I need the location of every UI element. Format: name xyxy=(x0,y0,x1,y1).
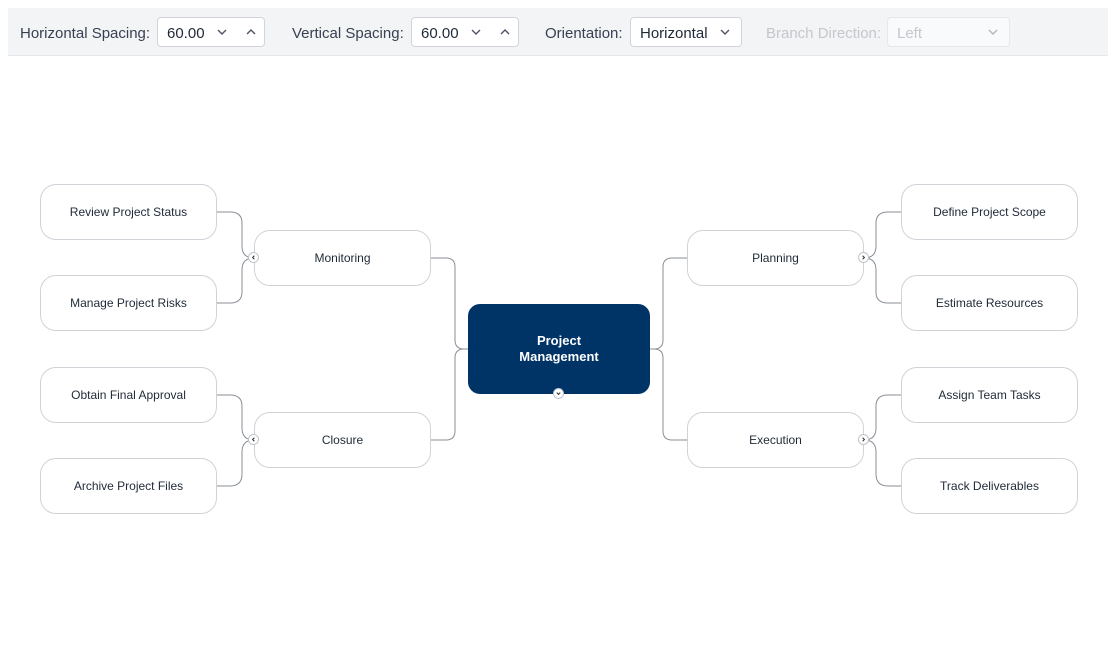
chevron-right-icon xyxy=(862,255,866,260)
leaf-node-label: Obtain Final Approval xyxy=(71,388,186,402)
branch-node-planning[interactable]: Planning xyxy=(687,230,864,286)
leaf-node-assign-team-tasks[interactable]: Assign Team Tasks xyxy=(901,367,1078,423)
connector-planning-scope xyxy=(863,211,901,259)
connector-closure-approval xyxy=(217,394,255,441)
orientation-value: Horizontal xyxy=(640,25,708,42)
leaf-node-label: Estimate Resources xyxy=(935,296,1044,310)
vertical-spacing-input[interactable]: 60.00 xyxy=(411,17,519,47)
leaf-node-label: Archive Project Files xyxy=(73,479,184,493)
root-node-label: Project Management xyxy=(519,333,599,364)
branch-node-monitoring[interactable]: Monitoring xyxy=(254,230,431,286)
vertical-spacing-value[interactable]: 60.00 xyxy=(421,25,459,42)
chevron-up-icon xyxy=(500,29,510,35)
connector-closure-archive xyxy=(217,439,255,487)
chevron-left-icon xyxy=(251,437,255,442)
connector-planning-resources xyxy=(863,257,901,304)
connector-monitoring-risks xyxy=(217,257,255,304)
branch-direction-value: Left xyxy=(897,25,923,42)
leaf-node-label: Review Project Status xyxy=(69,205,188,219)
branch-node-label: Monitoring xyxy=(314,251,371,265)
leaf-node-archive-project-files[interactable]: Archive Project Files xyxy=(40,458,217,514)
leaf-node-label: Assign Team Tasks xyxy=(938,388,1041,402)
leaf-node-manage-project-risks[interactable]: Manage Project Risks xyxy=(40,275,217,331)
root-node[interactable]: Project Management xyxy=(468,304,650,394)
leaf-node-estimate-resources[interactable]: Estimate Resources xyxy=(901,275,1078,331)
connector-root-planning xyxy=(650,257,687,350)
branch-node-label: Closure xyxy=(321,433,364,447)
vertical-spacing-decrement-button[interactable] xyxy=(462,18,490,46)
chevron-up-icon xyxy=(246,29,256,35)
execution-collapse-toggle[interactable] xyxy=(858,434,869,445)
branch-direction-dropdown[interactable]: Left xyxy=(887,17,1010,47)
horizontal-spacing-input[interactable]: 60.00 xyxy=(157,17,265,47)
connector-root-execution xyxy=(650,348,687,441)
monitoring-collapse-toggle[interactable] xyxy=(248,252,259,263)
chevron-right-icon xyxy=(862,437,866,442)
connector-root-monitoring xyxy=(431,257,468,350)
branch-node-execution[interactable]: Execution xyxy=(687,412,864,468)
leaf-node-review-project-status[interactable]: Review Project Status xyxy=(40,184,217,240)
branch-node-label: Planning xyxy=(752,251,799,265)
planning-collapse-toggle[interactable] xyxy=(858,252,869,263)
root-collapse-toggle[interactable] xyxy=(553,388,564,399)
branch-node-label: Execution xyxy=(749,433,802,447)
leaf-node-track-deliverables[interactable]: Track Deliverables xyxy=(901,458,1078,514)
orientation-label: Orientation: xyxy=(545,25,623,42)
branch-direction-label: Branch Direction: xyxy=(766,25,882,42)
horizontal-spacing-label: Horizontal Spacing: xyxy=(20,25,151,42)
leaf-node-define-project-scope[interactable]: Define Project Scope xyxy=(901,184,1078,240)
chevron-down-icon xyxy=(720,29,730,35)
chevron-down-icon xyxy=(471,29,481,35)
orientation-dropdown[interactable]: Horizontal xyxy=(630,17,742,47)
layout-toolbar: Horizontal Spacing: 60.00 Vertical Spaci… xyxy=(8,8,1108,56)
leaf-node-obtain-final-approval[interactable]: Obtain Final Approval xyxy=(40,367,217,423)
connector-execution-track xyxy=(863,439,901,487)
vertical-spacing-increment-button[interactable] xyxy=(491,18,519,46)
connector-monitoring-review xyxy=(217,211,255,259)
chevron-down-icon xyxy=(217,29,227,35)
horizontal-spacing-value[interactable]: 60.00 xyxy=(167,25,205,42)
chevron-down-icon xyxy=(556,392,561,396)
leaf-node-label: Manage Project Risks xyxy=(70,296,187,310)
leaf-node-label: Track Deliverables xyxy=(940,479,1039,493)
horizontal-spacing-decrement-button[interactable] xyxy=(208,18,236,46)
connector-root-closure xyxy=(431,348,468,441)
leaf-node-label: Define Project Scope xyxy=(933,205,1046,219)
connector-execution-assign xyxy=(863,394,901,441)
closure-collapse-toggle[interactable] xyxy=(248,434,259,445)
chevron-left-icon xyxy=(251,255,255,260)
chevron-down-icon xyxy=(988,29,998,35)
vertical-spacing-label: Vertical Spacing: xyxy=(292,25,404,42)
branch-node-closure[interactable]: Closure xyxy=(254,412,431,468)
horizontal-spacing-increment-button[interactable] xyxy=(237,18,265,46)
